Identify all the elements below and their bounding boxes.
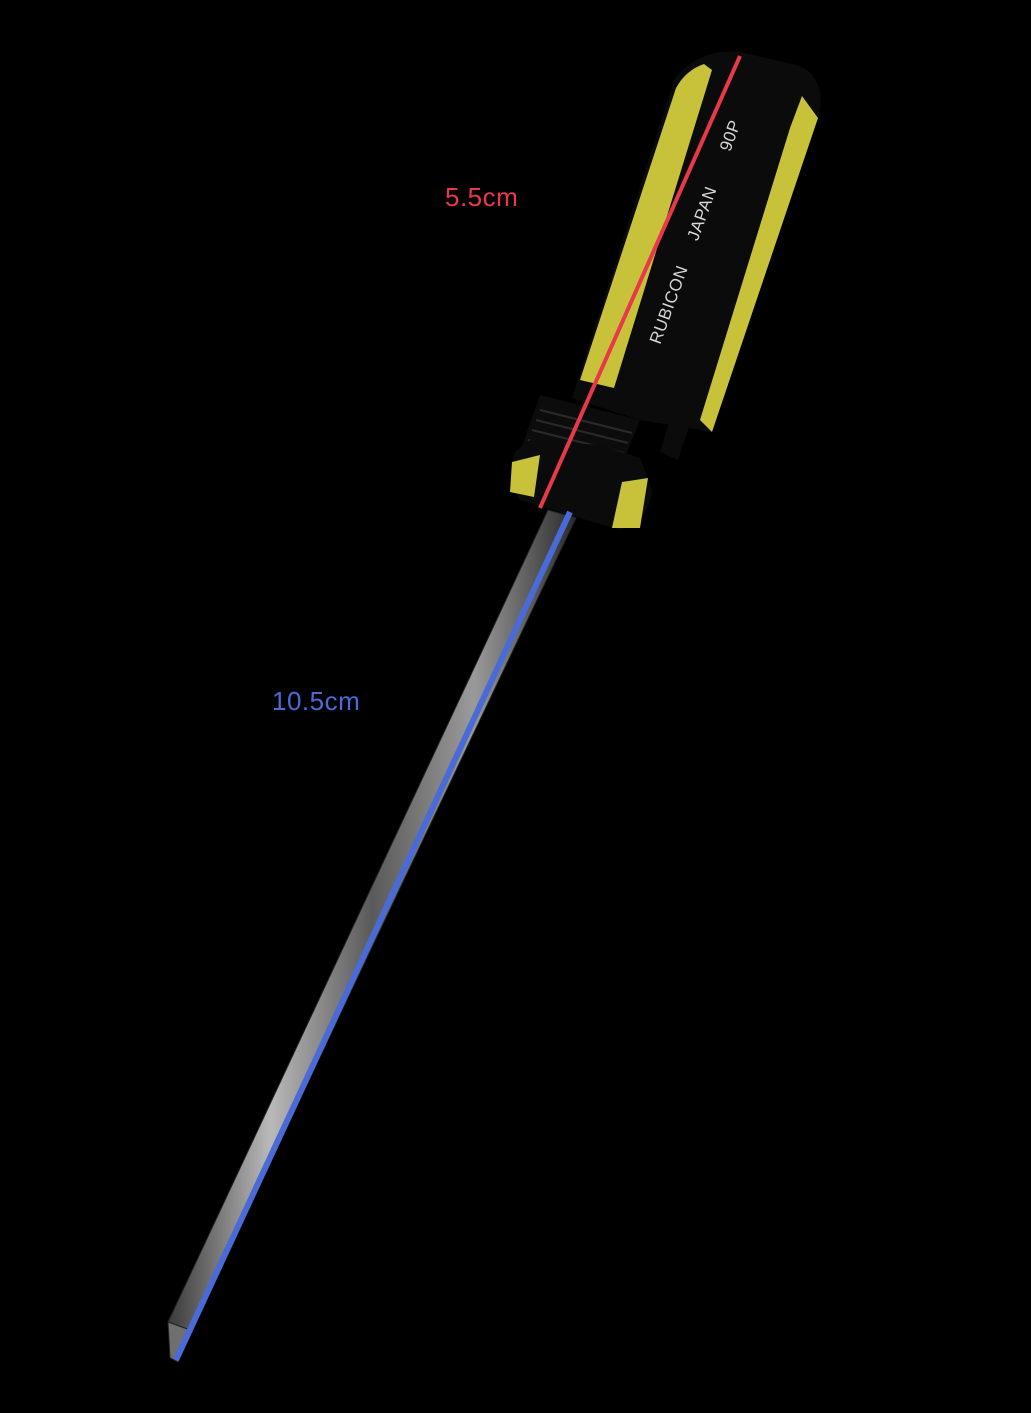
handle: RUBICON JAPAN 90P (510, 51, 821, 530)
shaft-measure-line (173, 510, 573, 1362)
handle-length-label: 5.5cm (445, 182, 519, 212)
shaft-length-label: 10.5cm (272, 686, 361, 716)
hex-collar (510, 440, 652, 530)
phillips-tip (167, 1321, 191, 1363)
grip-body (572, 51, 821, 432)
handle-measure-line (538, 55, 742, 509)
grip-stripe-left (580, 64, 712, 388)
grip-stripe-right (700, 96, 818, 432)
